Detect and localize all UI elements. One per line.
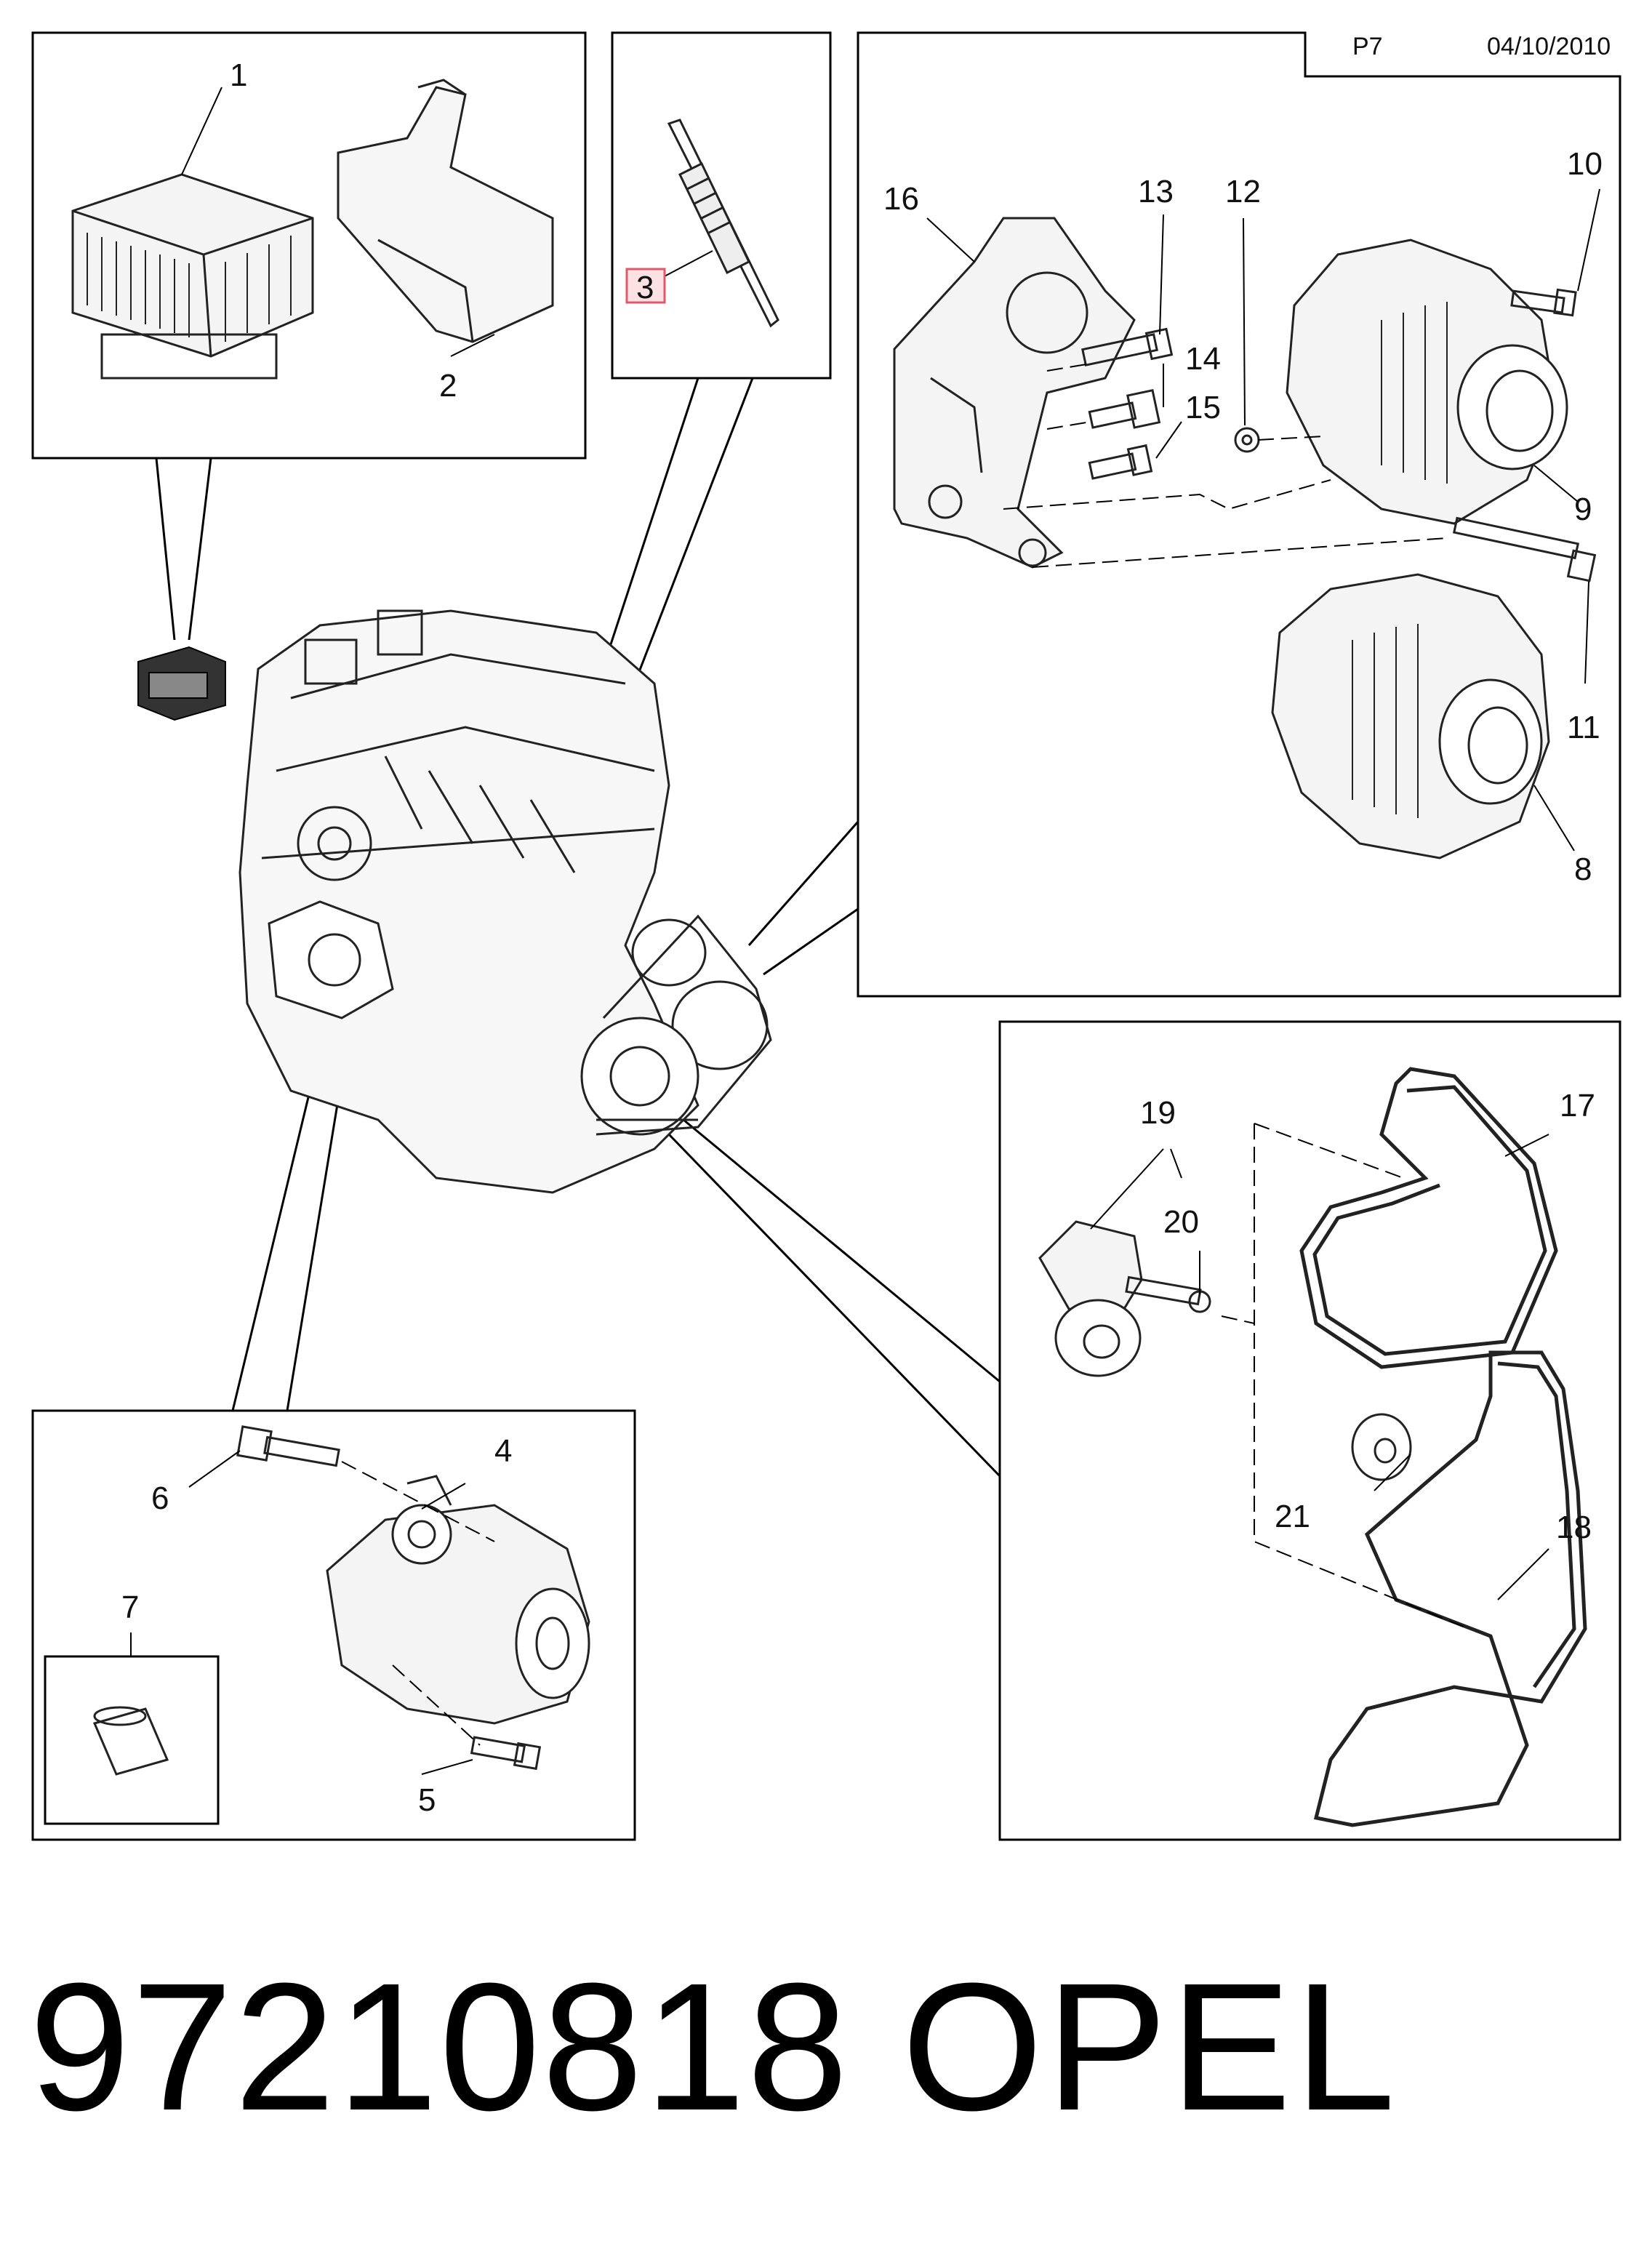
idler-21-icon [1351, 1413, 1412, 1481]
callout-16: 16 [883, 181, 919, 217]
belt-18-icon [1313, 1350, 1587, 1827]
callout-1: 1 [230, 57, 247, 93]
callout-11: 11 [1567, 710, 1600, 745]
highlight-box [625, 268, 666, 304]
callout-4: 4 [494, 1433, 512, 1469]
nut-12-icon [1234, 427, 1260, 453]
belt-17-icon [1299, 1067, 1558, 1369]
callout-15: 15 [1185, 390, 1221, 425]
part-number: 97210818 [29, 1945, 850, 2148]
panel-belt [998, 1020, 1621, 1841]
starter-bolt-6-icon [236, 1425, 340, 1467]
bolt-11-icon [1452, 516, 1597, 582]
stud-5-icon [470, 1736, 542, 1771]
callout-10: 10 [1567, 146, 1603, 182]
callout-3: 3 [636, 270, 654, 305]
callout-12: 12 [1225, 174, 1261, 209]
bolt-10-icon [1510, 288, 1577, 317]
panel-glow-control [31, 31, 587, 460]
assembly-dashed-lines [1003, 363, 1448, 568]
header-date: 04/10/2010 [1487, 33, 1611, 60]
panel-alternator [857, 31, 1621, 998]
callout-21: 21 [1275, 1499, 1310, 1534]
alternator-9-icon [1286, 239, 1568, 525]
alternator-bracket-icon [893, 217, 1136, 569]
leader-lines [130, 87, 1600, 1775]
belt-dashed-lines [1221, 1123, 1469, 1630]
callout-5: 5 [418, 1782, 436, 1818]
header-page: P7 [1352, 33, 1383, 60]
stud-14-icon [1088, 388, 1161, 429]
callout-6: 6 [151, 1480, 169, 1516]
callout-18: 18 [1556, 1510, 1592, 1545]
engine-module-icon [137, 646, 226, 721]
alternator-8-icon [1271, 573, 1550, 859]
bolt-13-icon [1081, 327, 1174, 366]
tensioner-19-icon [1038, 1220, 1143, 1377]
callout-19: 19 [1140, 1095, 1176, 1131]
starter-dashed-lines [341, 1461, 495, 1746]
glow-control-module-icon [71, 173, 314, 380]
callout-8: 8 [1574, 851, 1592, 887]
callout-14: 14 [1185, 341, 1221, 377]
bolt-15-icon [1088, 444, 1153, 480]
engine-assembly-icon [238, 609, 772, 1194]
bushing-7-icon [92, 1706, 169, 1776]
panel-starter [31, 1409, 636, 1841]
panel-glow-plug [611, 31, 832, 380]
callout-17: 17 [1560, 1088, 1595, 1123]
starter-motor-icon [326, 1475, 590, 1725]
callout-2: 2 [439, 368, 457, 404]
module-bracket-icon [337, 79, 554, 343]
glow-plug-icon [667, 119, 779, 328]
callout-13: 13 [1138, 174, 1174, 209]
callout-9: 9 [1574, 492, 1592, 527]
brand-name: OPEL [902, 1945, 1398, 2148]
callout-20: 20 [1163, 1204, 1199, 1240]
callout-7: 7 [121, 1590, 139, 1625]
